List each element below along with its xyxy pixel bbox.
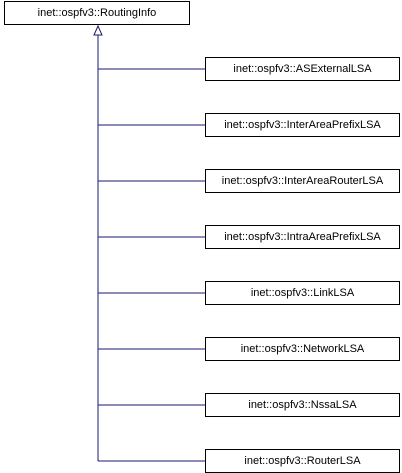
derived-class-node-nssa-lsa[interactable]: inet::ospfv3::NssaLSA	[205, 393, 400, 417]
derived-class-node-intraareaprefix-lsa[interactable]: inet::ospfv3::IntraAreaPrefixLSA	[205, 225, 400, 249]
inheritance-arrow-head	[93, 24, 103, 36]
derived-class-node-network-lsa[interactable]: inet::ospfv3::NetworkLSA	[205, 337, 400, 361]
derived-class-node-link-lsa[interactable]: inet::ospfv3::LinkLSA	[205, 281, 400, 305]
derived-class-node-interarearouter-lsa[interactable]: inet::ospfv3::InterAreaRouterLSA	[205, 169, 400, 193]
derived-class-node-aseexternal-lsa[interactable]: inet::ospfv3::ASExternalLSA	[205, 57, 400, 81]
derived-class-node-router-lsa[interactable]: inet::ospfv3::RouterLSA	[205, 449, 400, 473]
derived-class-node-interareaprefix-lsa[interactable]: inet::ospfv3::InterAreaPrefixLSA	[205, 113, 400, 137]
base-class-node[interactable]: inet::ospfv3::RoutingInfo	[4, 1, 190, 25]
